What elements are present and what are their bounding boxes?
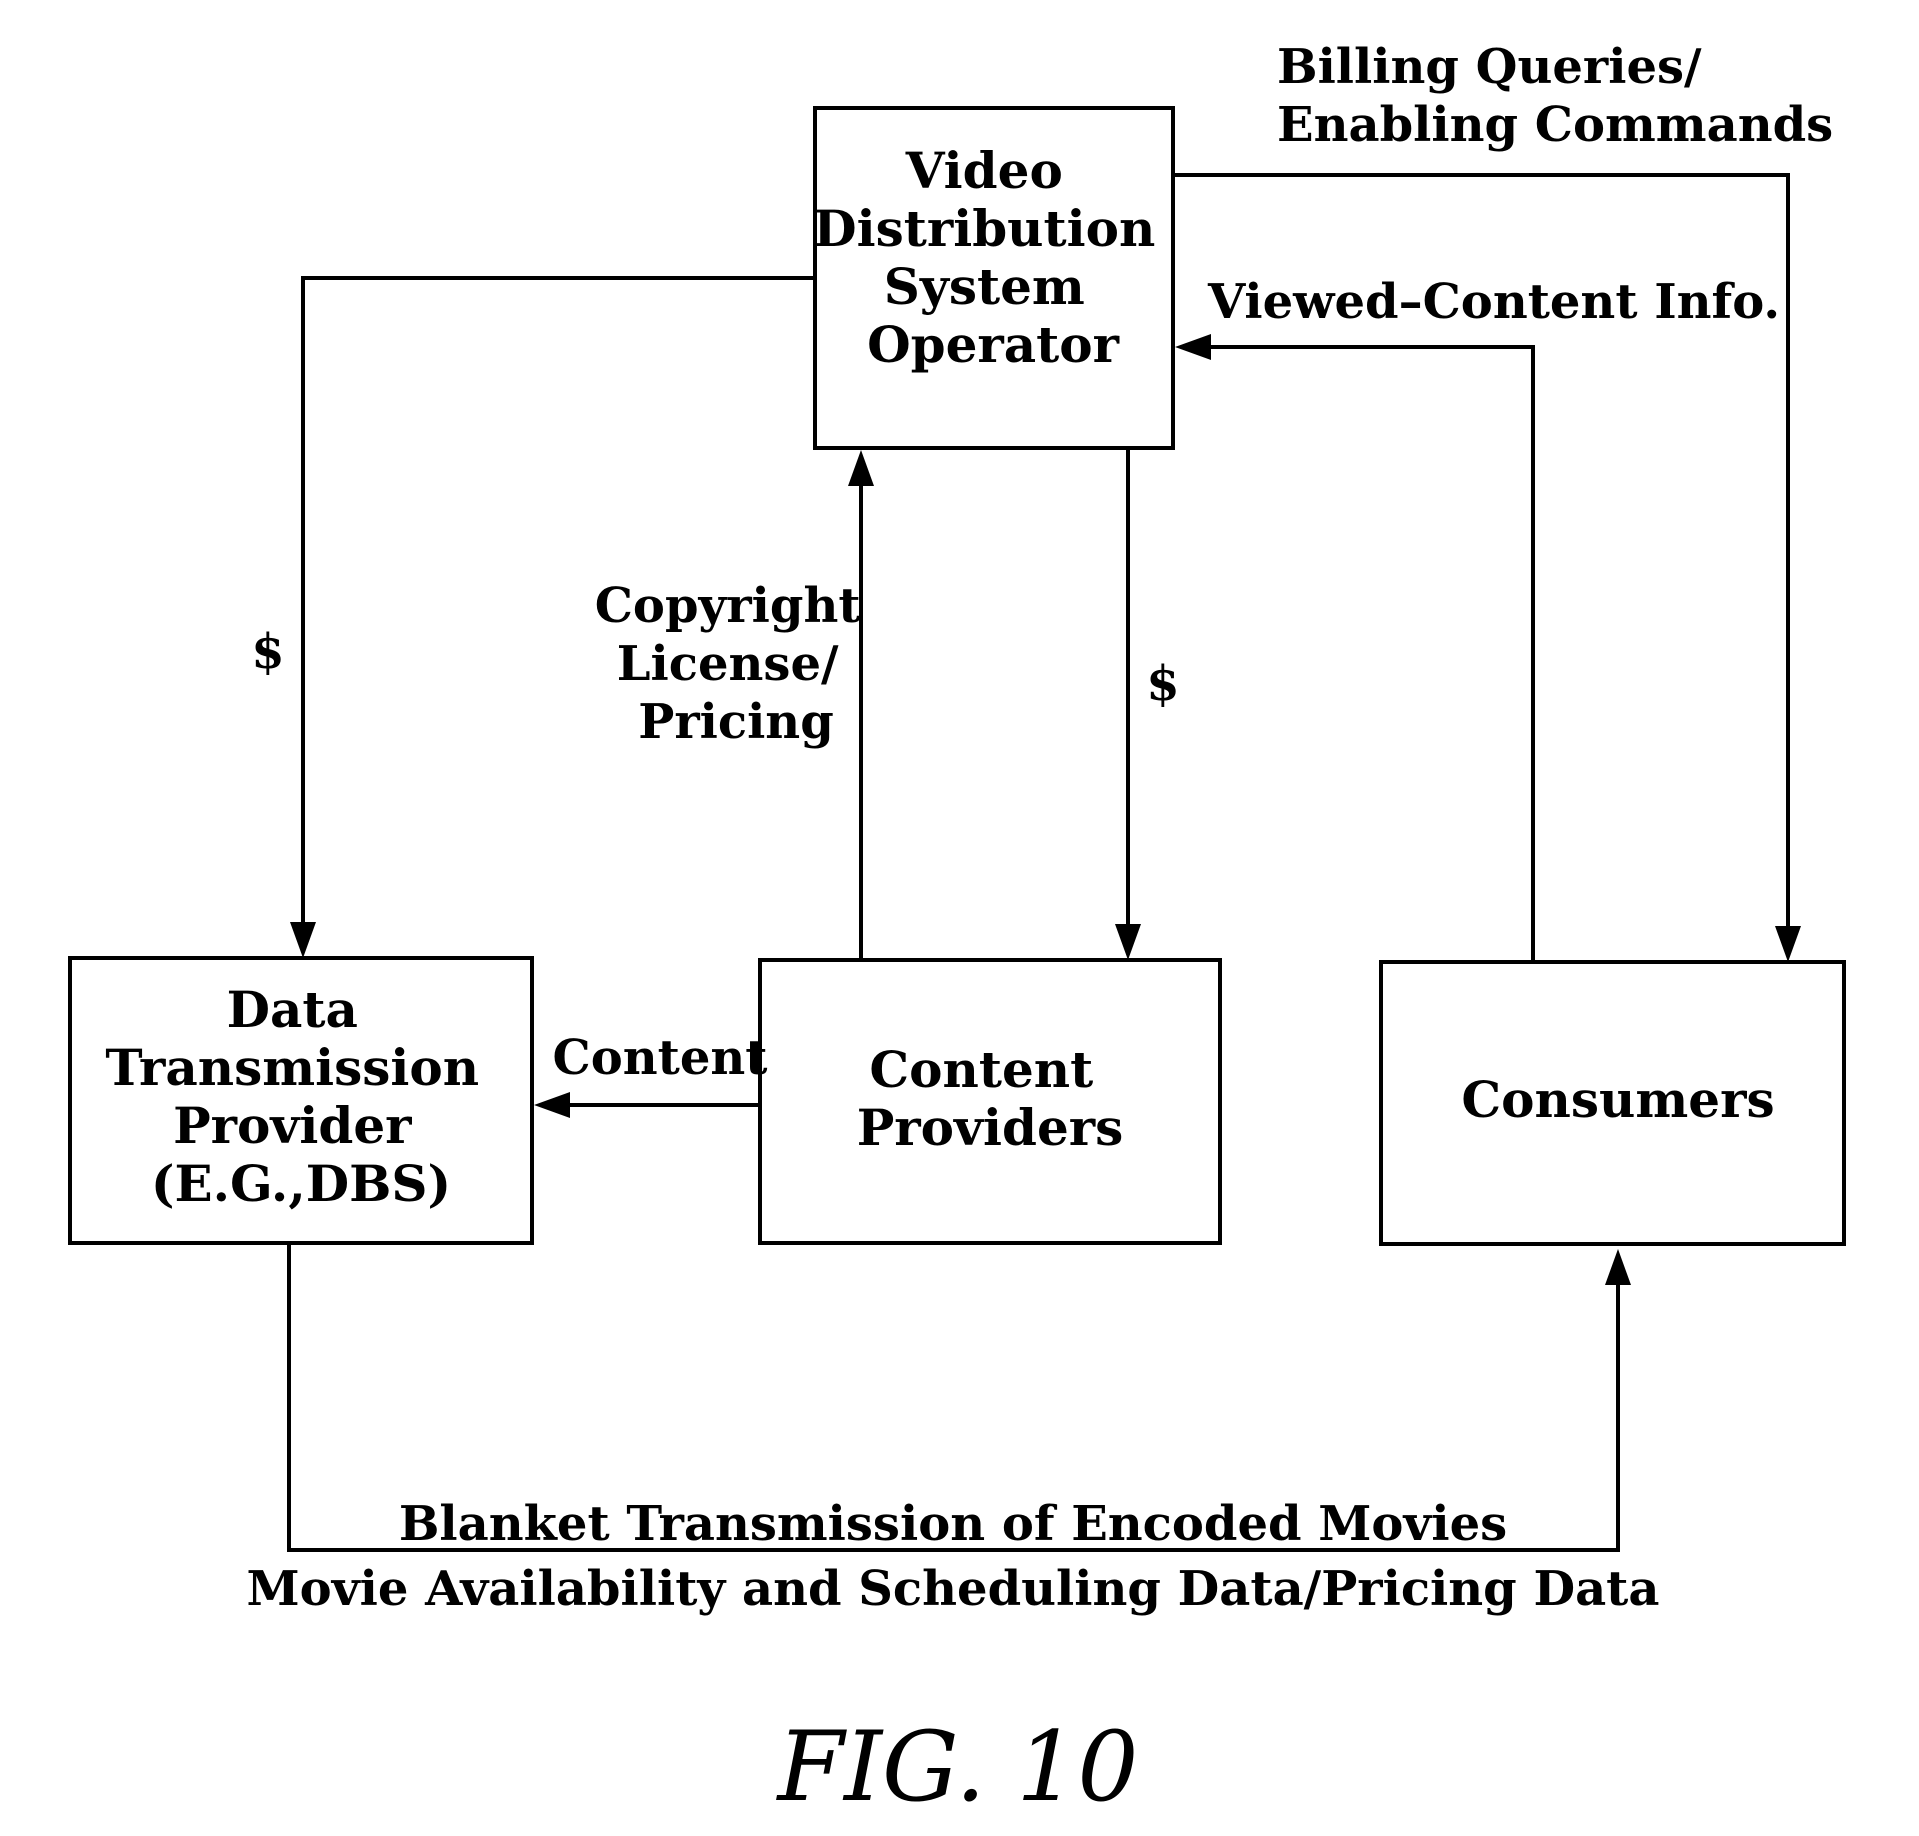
copyright-label-line: License/	[617, 636, 839, 692]
consumers-to-operator-arrowhead	[1175, 334, 1211, 360]
operator-label-line: System	[884, 257, 1085, 316]
content-providers-label: Content Providers	[857, 1040, 1124, 1157]
operator-label-line: Distribution	[813, 199, 1155, 258]
blanket-transmission-label: Blanket Transmission of Encoded Movies	[399, 1496, 1507, 1552]
transmission-to-consumers-arrowhead	[1605, 1249, 1631, 1285]
operator-to-content-providers-arrowhead	[1115, 924, 1141, 960]
operator-label-line: Operator	[867, 315, 1120, 374]
copyright-label-line: Copyright	[595, 578, 861, 634]
movie-availability-label: Movie Availability and Scheduling Data/P…	[247, 1561, 1660, 1617]
viewed-content-info-label: Viewed–Content Info.	[1207, 274, 1780, 330]
operator-label-line: Video	[905, 141, 1063, 200]
content-providers-label-line: Providers	[857, 1098, 1124, 1157]
operator-to-consumers-arrowhead	[1775, 926, 1801, 962]
consumers-label: Consumers	[1461, 1070, 1774, 1129]
transmission-label-line: Provider	[173, 1096, 412, 1155]
dollar-label-left: $	[251, 624, 284, 680]
content-edge-label: Content	[553, 1030, 768, 1086]
copyright-license-pricing-label: Copyright License/ Pricing	[595, 578, 878, 750]
operator-to-transmission-arrowhead	[290, 922, 316, 958]
content-providers-label-line: Content	[869, 1040, 1093, 1099]
consumers-label-line: Consumers	[1461, 1070, 1774, 1129]
figure-caption: FIG. 10	[776, 1711, 1139, 1823]
billing-label-line: Enabling Commands	[1277, 97, 1833, 153]
consumers-to-operator-line	[1203, 347, 1533, 962]
billing-enabling-label: Billing Queries/ Enabling Commands	[1277, 39, 1833, 153]
transmission-label-line: (E.G.,DBS)	[151, 1154, 451, 1213]
dollar-label-right: $	[1146, 656, 1179, 712]
transmission-label-line: Transmission	[105, 1038, 479, 1097]
content-providers-to-transmission-arrowhead	[534, 1092, 570, 1118]
transmission-label-line: Data	[227, 980, 358, 1039]
copyright-label-line: Pricing	[638, 694, 834, 750]
billing-label-line: Billing Queries/	[1277, 39, 1702, 95]
content-providers-to-operator-arrowhead	[848, 450, 874, 486]
